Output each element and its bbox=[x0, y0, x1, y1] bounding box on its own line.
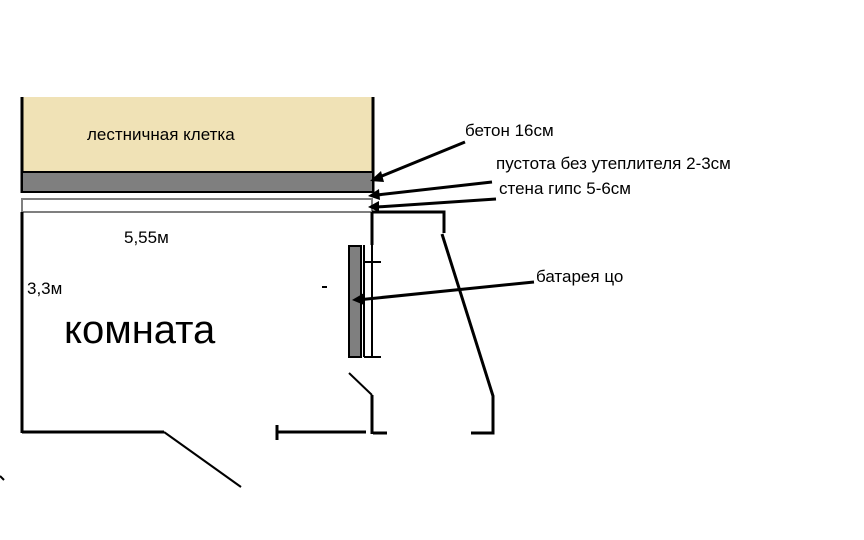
gypsum-label: стена гипс 5-6см bbox=[499, 179, 631, 198]
concrete-label: бетон 16см bbox=[465, 121, 554, 140]
room-walls bbox=[20, 212, 374, 440]
void-arrowhead bbox=[368, 189, 380, 200]
radiator-arrow bbox=[356, 280, 535, 302]
corner-mark bbox=[0, 475, 5, 481]
void-arrow bbox=[376, 180, 493, 197]
concrete-arrowhead bbox=[370, 171, 384, 182]
leader-arrows bbox=[356, 140, 535, 302]
void-label: пустота без утеплителя 2-3см bbox=[496, 154, 731, 173]
adjacent-room-outline bbox=[372, 210, 495, 435]
arrow-heads bbox=[352, 171, 384, 305]
gypsum-wall bbox=[21, 198, 373, 213]
gypsum-arrow bbox=[376, 197, 497, 209]
gypsum-arrowhead bbox=[368, 201, 379, 212]
width-label: 5,55м bbox=[124, 228, 169, 247]
radiator-label: батарея цо bbox=[536, 267, 623, 286]
stairwell-label: лестничная клетка bbox=[87, 125, 235, 144]
stairwell-area bbox=[22, 97, 373, 172]
height-label: 3,3м bbox=[27, 279, 62, 298]
room-label: комната bbox=[64, 308, 216, 352]
concrete-wall bbox=[21, 171, 374, 193]
concrete-arrow bbox=[376, 140, 466, 180]
radiator-arrowhead bbox=[352, 293, 364, 305]
